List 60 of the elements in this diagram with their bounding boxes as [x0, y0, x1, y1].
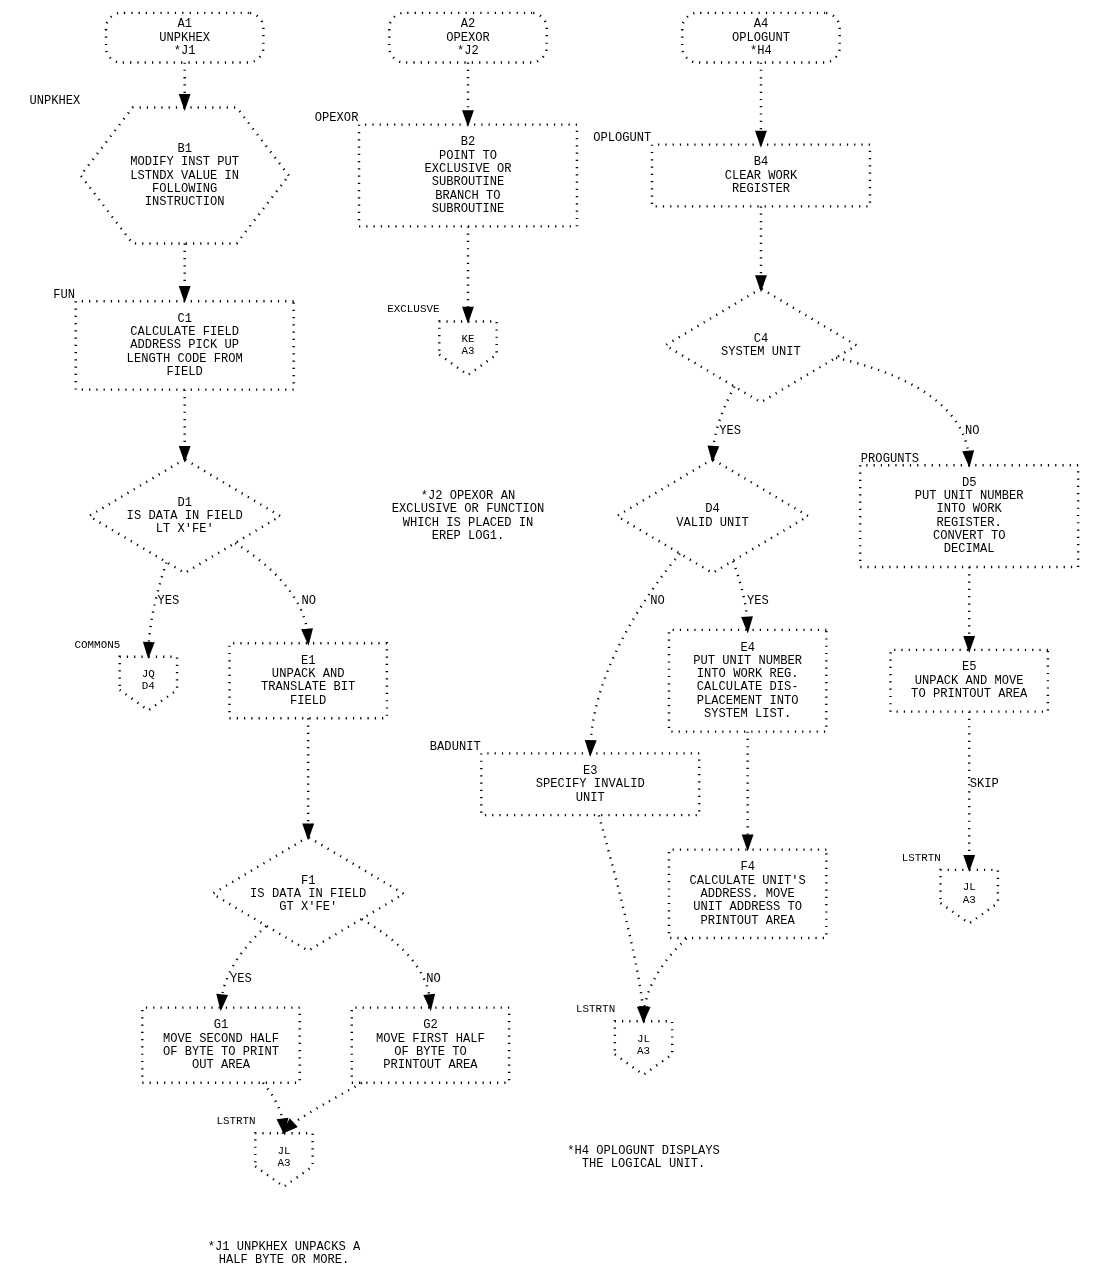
arrow — [962, 711, 975, 873]
arrow — [962, 567, 975, 653]
arrow — [731, 560, 753, 634]
label: *J1 UNPKHEX UNPACKS A HALF BYTE OR MORE. — [207, 1239, 360, 1268]
node-label: COMMON5 — [74, 638, 120, 651]
arrow — [584, 552, 681, 758]
node-label: BADUNIT — [429, 739, 481, 754]
edge-label: YES — [229, 972, 252, 987]
node-label: PROGUNTS — [860, 451, 919, 466]
node-label: EXCLUSVE — [386, 303, 439, 316]
node-box: B4 CLEAR WORK REGISTER — [650, 143, 871, 208]
node-box: G1 MOVE SECOND HALF OF BYTE TO PRINT OUT AREA — [140, 1006, 301, 1084]
node-box: A1 UNPKHEX *J1 — [104, 11, 265, 64]
label: *H4 OPLOGUNT DISPLAYS THE LOGICAL UNIT. — [566, 1143, 720, 1171]
node-box: F4 CALCULATE UNIT'S ADDRESS. MOVE UNIT ADDRESS TO PRINTOUT AREA — [667, 848, 828, 940]
arrow — [280, 1081, 362, 1135]
node-label: LSTRTN — [901, 851, 941, 864]
node-label: OPLOGUNT — [592, 131, 651, 146]
node-box: C1 CALCULATE FIELD ADDRESS PICK UP LENGTH CODE FROM FIELD — [74, 300, 295, 391]
node-label: LSTRTN — [575, 1003, 615, 1016]
arrow — [215, 925, 267, 1012]
arrow — [835, 356, 974, 468]
node-diamond: D4 VALID UNIT — [614, 457, 811, 575]
node-diamond: D1 IS DATA IN FIELD LT X'FE' — [86, 457, 283, 575]
arrow — [754, 206, 767, 293]
arrow — [178, 243, 191, 304]
arrow — [301, 718, 314, 841]
node-box: A2 OPEXOR *J2 — [387, 11, 548, 64]
node-box: E3 SPECIFY INVALID UNIT — [479, 752, 700, 817]
edge-label: YES — [746, 594, 769, 609]
edge-label: NO — [964, 423, 979, 438]
node-box: G2 MOVE FIRST HALF OF BYTE TO PRINTOUT AREA — [350, 1006, 510, 1084]
node-box: D5 PUT UNIT NUMBER INTO WORK REGISTER. CONVERT TO DECIMAL — [858, 464, 1079, 569]
node-box: E4 PUT UNIT NUMBER INTO WORK REG. CALCULATE DIS- PLACEMENT INTO SYSTEM LIST. — [667, 628, 828, 733]
arrow — [741, 731, 754, 852]
arrow — [142, 562, 168, 659]
edge-label: NO — [649, 594, 665, 609]
arrow — [360, 918, 435, 1012]
edge-label: NO — [425, 972, 441, 987]
node-label: FUN — [52, 287, 75, 302]
arrow — [754, 62, 767, 148]
node-label: LSTRTN — [215, 1115, 256, 1128]
node-label: UNPKHEX — [28, 93, 80, 108]
arrow — [706, 386, 736, 463]
arrow — [234, 542, 313, 646]
node-label: OPEXOR — [314, 111, 358, 126]
arrow — [261, 1081, 288, 1136]
node-box: B2 POINT TO EXCLUSIVE OR SUBROUTINE BRANCH TO SUBROUTINE — [357, 123, 578, 228]
edge-label: SKIP — [969, 777, 999, 792]
arrow — [178, 389, 191, 463]
edge-label: YES — [156, 594, 179, 609]
edge-label: NO — [301, 594, 316, 609]
label: *J2 OPEXOR AN EXCLUSIVE OR FUNCTION WHICH IS PLACED IN EREP LOG1. — [391, 489, 544, 544]
node-box: E1 UNPACK AND TRANSLATE BIT FIELD — [227, 642, 388, 720]
node-box: A4 OPLOGUNT *H4 — [680, 11, 841, 64]
node-box: E5 UNPACK AND MOVE TO PRINTOUT AREA — [888, 648, 1049, 713]
arrow — [461, 226, 474, 324]
edge-label: YES — [718, 423, 741, 438]
arrow — [178, 62, 191, 111]
arrow — [461, 62, 474, 128]
